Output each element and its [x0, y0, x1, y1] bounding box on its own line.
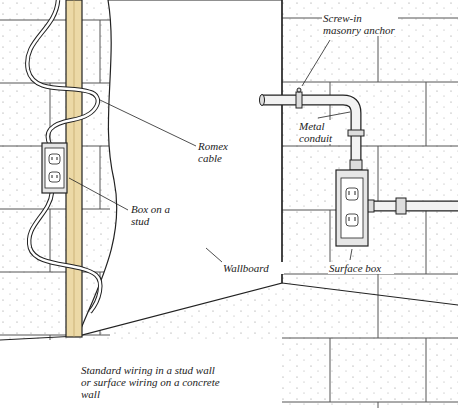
- metal-conduit: [370, 202, 458, 211]
- outlet-face: [346, 214, 358, 226]
- metal-conduit: [262, 100, 356, 168]
- conduit-connector: [350, 160, 362, 170]
- block-joints: [282, 18, 458, 408]
- surface-box: [336, 170, 368, 246]
- metal-conduit: [262, 100, 356, 168]
- block-wall: [0, 0, 282, 340]
- floor-line: [282, 283, 458, 305]
- wood-stud: [66, 0, 82, 337]
- conduit-coupling: [396, 198, 406, 214]
- figure-caption: Standard wiring in a stud wall or surfac…: [80, 364, 224, 400]
- part-label: Screw-in masonry anchor: [322, 12, 398, 36]
- outlet-face: [49, 154, 60, 164]
- romex-cable: [29, 192, 100, 312]
- wall-corner: [281, 0, 282, 283]
- romex-cable: [27, 0, 98, 145]
- part-label: Box on a stud: [130, 203, 172, 227]
- leader-lines: [69, 40, 352, 262]
- outlet-slots: [52, 157, 57, 178]
- outlet-face: [346, 188, 358, 200]
- part-label: Surface box: [328, 262, 394, 274]
- part-label: Metal conduit: [298, 120, 340, 144]
- outlet-face: [49, 172, 60, 182]
- outlet-box: [42, 143, 67, 193]
- receptacle: [341, 178, 363, 238]
- outlet-slots: [349, 191, 355, 221]
- romex-cable: [27, 0, 98, 145]
- block-joints: [0, 20, 110, 340]
- metal-conduit: [370, 201, 458, 212]
- stud-edge: [74, 0, 75, 337]
- receptacle: [45, 148, 64, 188]
- romex-cable: [29, 192, 100, 312]
- wallboard-sheet: [78, 0, 282, 336]
- block-wall: [282, 0, 458, 408]
- part-label: Wallboard: [222, 262, 284, 274]
- part-label: Romex cable: [197, 140, 237, 164]
- conduit-end: [260, 95, 265, 106]
